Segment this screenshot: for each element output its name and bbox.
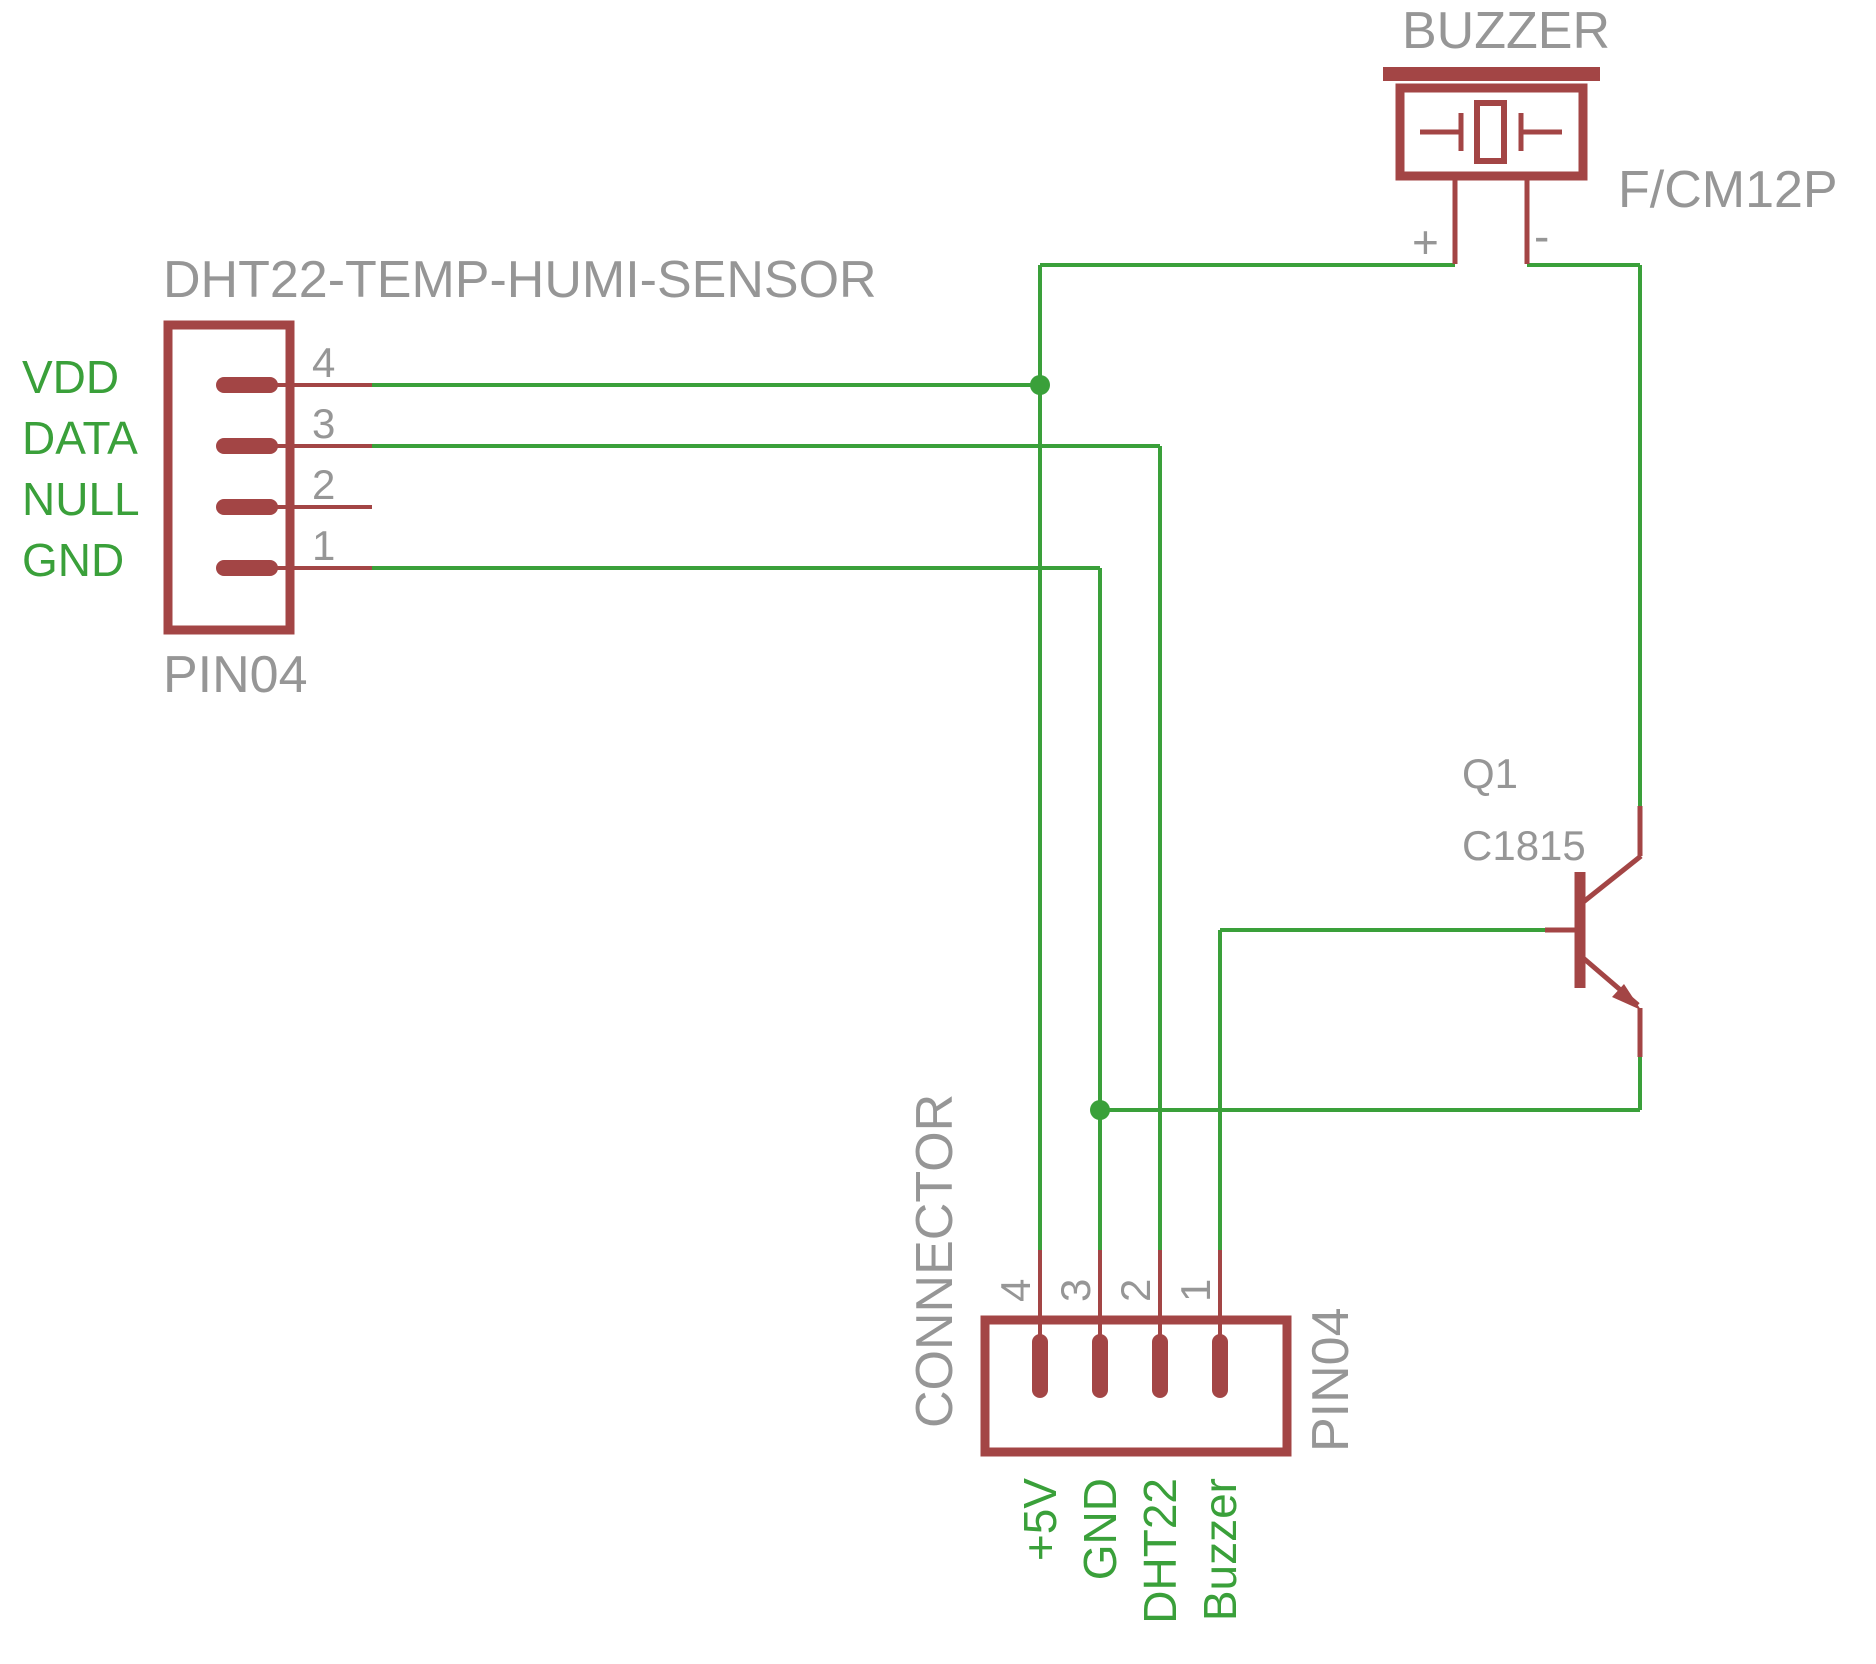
connector-pin3-label: GND bbox=[1074, 1478, 1126, 1580]
buzzer-plus-label: + bbox=[1412, 216, 1439, 268]
transistor-designator-label: Q1 bbox=[1462, 750, 1518, 797]
dht22-pin3-number: 3 bbox=[312, 400, 335, 447]
connector-value-label: PIN04 bbox=[1302, 1307, 1360, 1452]
connector-pin3-number: 3 bbox=[1052, 1279, 1099, 1302]
buzzer-symbol: BUZZER + - F/CM12P bbox=[1383, 2, 1838, 268]
connector-pin1-number: 1 bbox=[1172, 1279, 1219, 1302]
connector-body bbox=[980, 1315, 1292, 1457]
dht22-pin4-label: VDD bbox=[22, 351, 119, 403]
dht22-header-symbol: DHT22-TEMP-HUMI-SENSOR 4 VDD 3 DATA 2 NU… bbox=[22, 251, 877, 704]
transistor-part-label: C1815 bbox=[1462, 822, 1586, 869]
nets bbox=[372, 263, 1642, 1252]
dht22-body bbox=[163, 320, 295, 635]
connector-pin4-number: 4 bbox=[992, 1279, 1039, 1302]
buzzer-minus-label: - bbox=[1534, 210, 1549, 262]
buzzer-body bbox=[1395, 83, 1588, 181]
dht22-pin3-label: DATA bbox=[22, 412, 138, 464]
dht22-pin1-number: 1 bbox=[312, 522, 335, 569]
dht22-name-label: DHT22-TEMP-HUMI-SENSOR bbox=[163, 251, 877, 309]
junction-dot bbox=[1090, 1100, 1110, 1120]
dht22-value-label: PIN04 bbox=[163, 646, 308, 704]
connector-pin4-label: +5V bbox=[1014, 1478, 1066, 1561]
buzzer-crystal bbox=[1474, 100, 1507, 164]
dht22-pin2-number: 2 bbox=[312, 461, 335, 508]
connector-pin2-number: 2 bbox=[1112, 1279, 1159, 1302]
transistor-symbol: Q1 C1815 bbox=[1462, 750, 1643, 1057]
buzzer-name-label: BUZZER bbox=[1402, 2, 1610, 60]
dht22-pin1-label: GND bbox=[22, 534, 124, 586]
transistor-emitter-arrow-icon bbox=[1612, 984, 1641, 1010]
dht22-pin4-number: 4 bbox=[312, 339, 335, 386]
connector-pin2-label: DHT22 bbox=[1134, 1478, 1186, 1624]
connector-name-label: CONNECTOR bbox=[906, 1094, 964, 1428]
dht22-pin2-label: NULL bbox=[22, 473, 140, 525]
junction-dot bbox=[1030, 375, 1050, 395]
connector-symbol: CONNECTOR 4 +5V 3 GND 2 DHT22 1 Buzzer P… bbox=[906, 1094, 1360, 1624]
connector-pin1-label: Buzzer bbox=[1194, 1478, 1246, 1621]
buzzer-value-label: F/CM12P bbox=[1618, 161, 1838, 219]
transistor-collector-lead bbox=[1580, 854, 1643, 905]
